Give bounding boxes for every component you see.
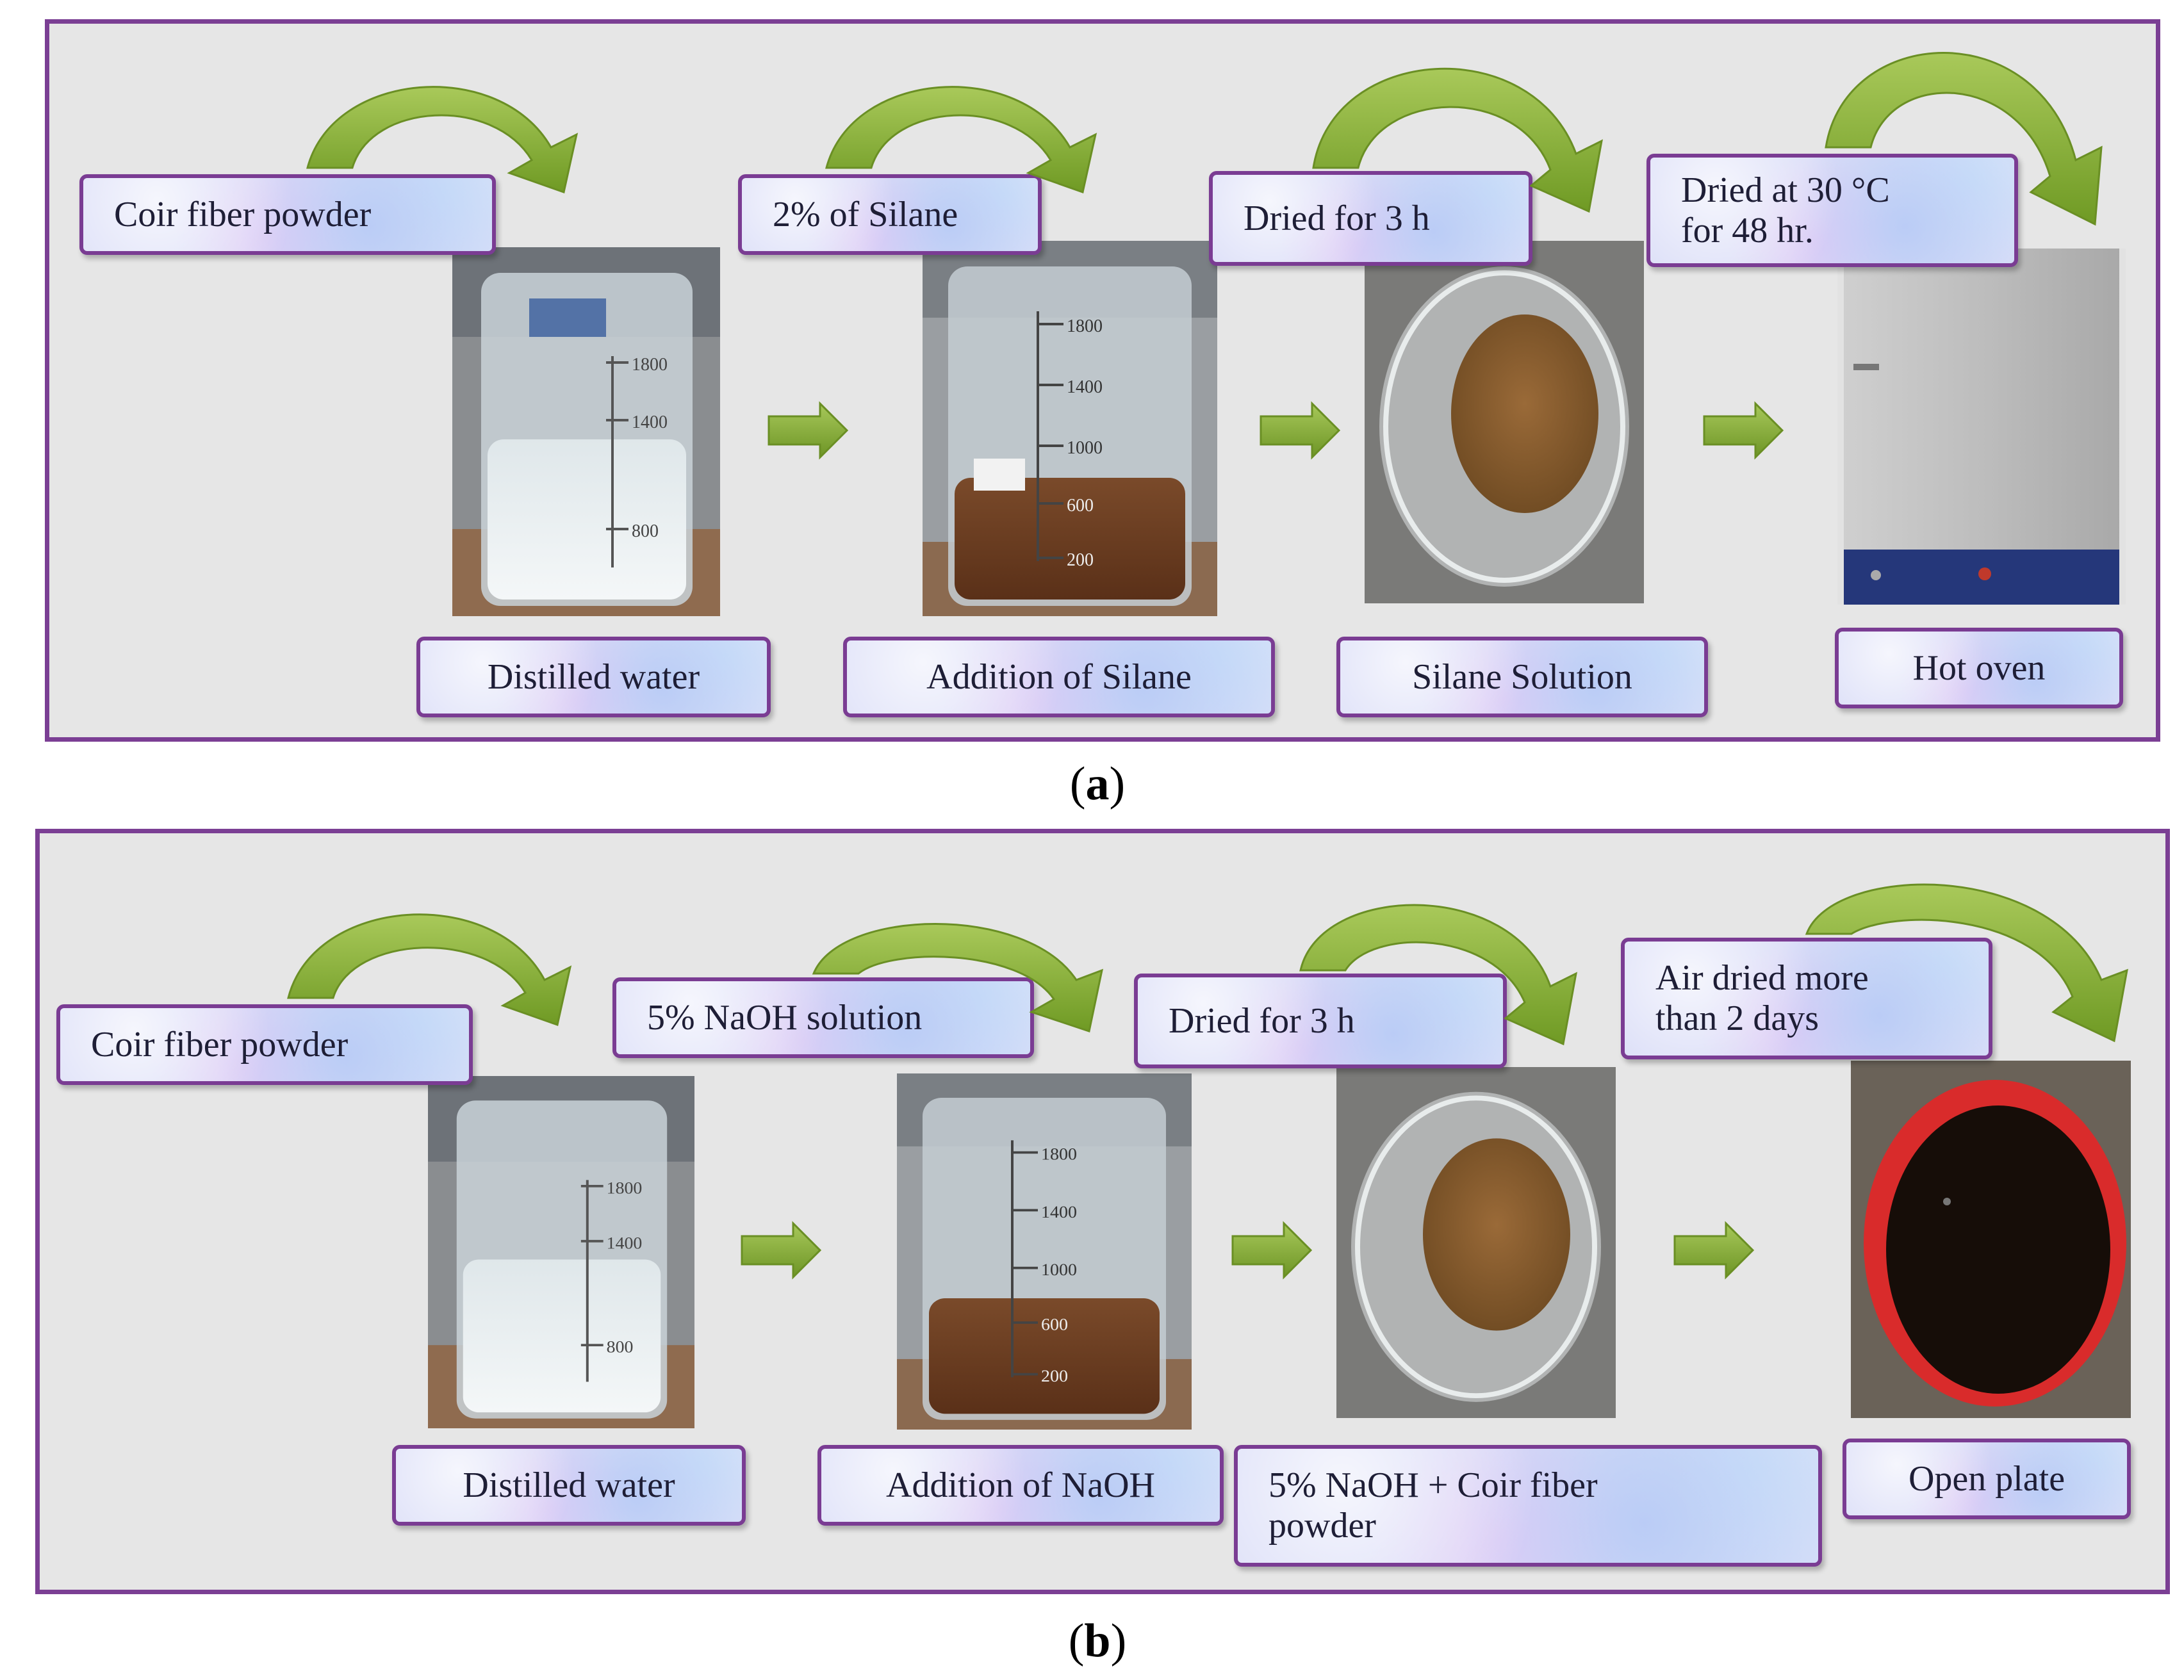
photo-hot-oven xyxy=(1837,249,2126,605)
mix-beaker-mark-1000: 1000 xyxy=(1067,438,1103,458)
label-naoh-coir-mix: 5% NaOH + Coir fiber powder xyxy=(1234,1445,1822,1567)
label-distilled-water-a: Distilled water xyxy=(416,637,771,717)
label-dried-30c: Dried at 30 °C for 48 hr. xyxy=(1646,154,2018,267)
photo-open-plate xyxy=(1851,1061,2131,1418)
label-coir-fiber-powder-b: Coir fiber powder xyxy=(56,1004,473,1085)
label-distilled-water-b: Distilled water xyxy=(392,1445,746,1526)
photo-distilled-water-beaker: 1800 1400 800 xyxy=(452,247,720,616)
mix-beaker-mark-200: 200 xyxy=(1067,550,1094,570)
label-hot-oven: Hot oven xyxy=(1835,628,2123,708)
photo-distilled-water-beaker-b: 1800 1400 800 xyxy=(428,1076,694,1428)
label-air-dried: Air dried more than 2 days xyxy=(1621,938,1992,1059)
panel-b-caption: (b) xyxy=(1068,1615,1127,1667)
mix-beaker-mark-1400: 1400 xyxy=(1067,377,1103,397)
label-naoh-percent: 5% NaOH solution xyxy=(612,977,1034,1058)
beaker-b-mark-1400: 1400 xyxy=(607,1234,643,1252)
mix-b-mark-200: 200 xyxy=(1041,1367,1068,1385)
beaker-mark-1800: 1800 xyxy=(632,355,668,375)
label-silane-percent: 2% of Silane xyxy=(738,174,1042,255)
photo-silane-addition-beaker: 1800 1400 1000 600 200 xyxy=(923,241,1217,616)
mix-b-mark-1800: 1800 xyxy=(1041,1145,1077,1163)
photo-silane-solution-dish xyxy=(1365,241,1644,603)
label-open-plate: Open plate xyxy=(1843,1439,2131,1519)
label-addition-of-naoh: Addition of NaOH xyxy=(817,1445,1224,1526)
photo-naoh-fiber-dish xyxy=(1336,1067,1616,1418)
beaker-b-mark-1800: 1800 xyxy=(607,1178,643,1197)
mix-b-mark-600: 600 xyxy=(1041,1315,1068,1333)
label-silane-solution: Silane Solution xyxy=(1336,637,1708,717)
mix-b-mark-1400: 1400 xyxy=(1041,1203,1077,1221)
beaker-mark-1400: 1400 xyxy=(632,412,668,432)
beaker-b-mark-800: 800 xyxy=(607,1337,634,1356)
label-dried-3h-b: Dried for 3 h xyxy=(1134,974,1507,1068)
label-coir-fiber-powder-a: Coir fiber powder xyxy=(79,174,496,255)
label-addition-of-silane: Addition of Silane xyxy=(843,637,1275,717)
mix-beaker-mark-1800: 1800 xyxy=(1067,316,1103,336)
label-dried-3h-a: Dried for 3 h xyxy=(1209,171,1532,266)
panel-a-caption: (a) xyxy=(1069,758,1126,810)
mix-beaker-mark-600: 600 xyxy=(1067,496,1094,516)
mix-b-mark-1000: 1000 xyxy=(1041,1260,1077,1279)
photo-naoh-addition-beaker: 1800 1400 1000 600 200 xyxy=(897,1073,1192,1430)
beaker-mark-800: 800 xyxy=(632,521,659,541)
